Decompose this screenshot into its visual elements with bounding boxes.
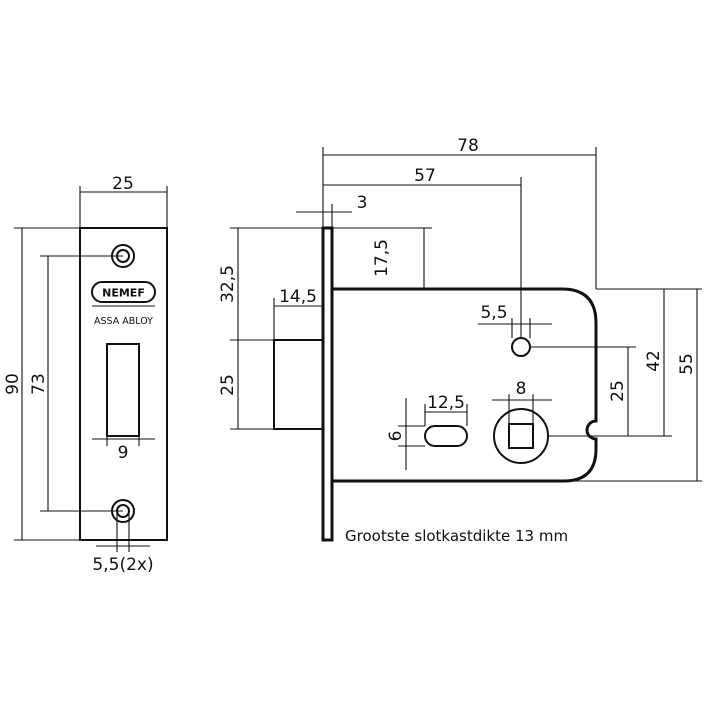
lock-case: [332, 287, 598, 483]
dim-holes-label: 5,5(2x): [92, 555, 153, 575]
dim-slot-width-label: 12,5: [427, 393, 465, 413]
dim-hole-to-spindle-label: 25: [608, 380, 628, 402]
brand-logo-text: NEMEF: [102, 287, 145, 300]
case-thickness-note: Grootste slotkastdikte 13 mm: [345, 527, 568, 545]
dim-latch-upper-label: 32,5: [218, 265, 238, 303]
dim-width-label: 25: [112, 174, 134, 194]
dim-spindle-label: 8: [516, 379, 527, 399]
case-top-hole: [511, 337, 531, 357]
spindle-follower: [493, 408, 549, 464]
dim-case-offset-label: 17,5: [372, 239, 392, 277]
sub-brand-text: ASSA ABLOY: [94, 316, 153, 327]
latch-bolt: [273, 339, 324, 430]
side-view: 78 57 3 32,5 25 14,5 17,5 5,5: [218, 136, 702, 545]
dim-total-length-label: 78: [457, 136, 479, 156]
dim-42-label: 42: [644, 350, 664, 372]
faceplate-outline: [79, 227, 168, 541]
spindle-square: [508, 423, 534, 449]
dim-case-height-label: 55: [677, 353, 697, 375]
latch-opening: [106, 343, 140, 437]
dim-slot-height-label: 6: [386, 431, 406, 442]
dim-latch-lower-label: 25: [218, 374, 238, 396]
dim-backset-label: 57: [414, 166, 436, 186]
dim-latch-width-label: 9: [118, 443, 129, 463]
brand-logo-frame: [91, 281, 156, 303]
dim-top-hole-label: 5,5: [480, 303, 507, 323]
case-slot: [424, 425, 468, 447]
faceplate-side: [321, 226, 334, 542]
front-view: NEMEF ASSA ABLOY 25 90 73 9 5,5(2x): [3, 174, 168, 575]
dim-faceplate-label: 3: [357, 193, 368, 213]
dim-latch-projection-label: 14,5: [279, 287, 317, 307]
dim-hole-spacing-label: 73: [29, 373, 49, 395]
dim-height-label: 90: [3, 373, 23, 395]
